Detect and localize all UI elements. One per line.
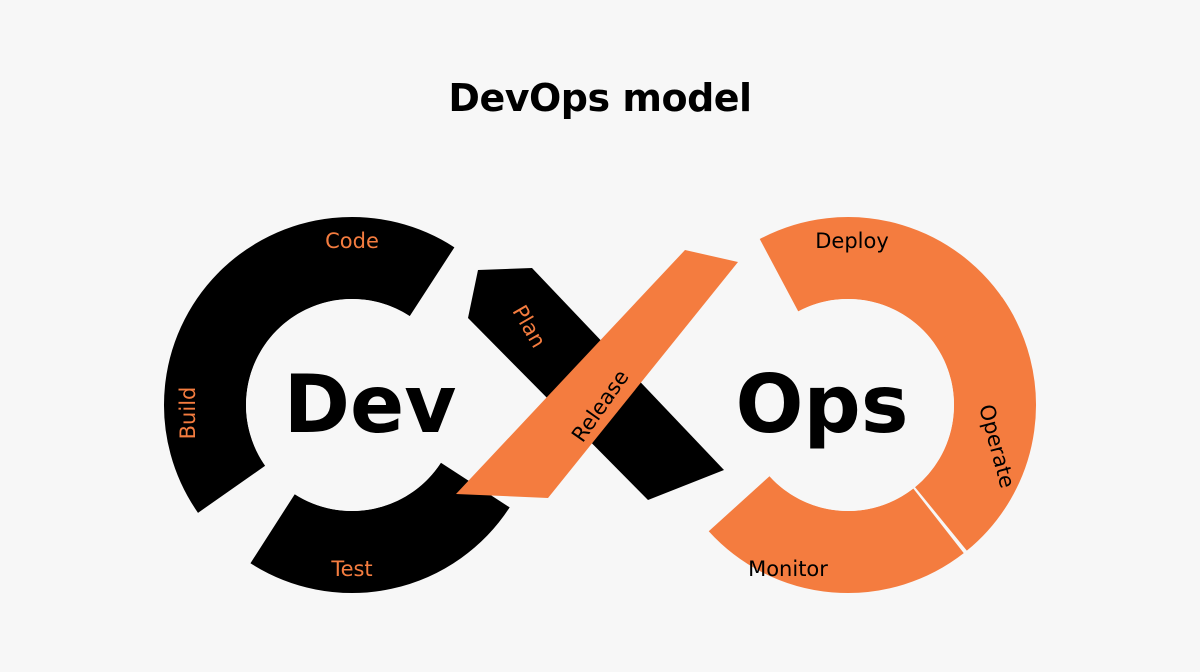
dev-ring-build-segment xyxy=(164,217,540,593)
stage-label-build: Build xyxy=(176,387,200,440)
stage-label-code: Code xyxy=(325,229,379,253)
stage-label-deploy: Deploy xyxy=(815,229,889,253)
ops-ring-deploy-segment xyxy=(660,216,1036,593)
stage-label-test: Test xyxy=(330,557,372,581)
ops-loop xyxy=(456,216,1036,593)
ops-center-label: Ops xyxy=(736,358,909,451)
ops-center xyxy=(742,299,954,511)
stage-label-monitor: Monitor xyxy=(748,557,828,581)
release-arm xyxy=(456,250,738,498)
ops-ring-monitor-segment xyxy=(660,217,1036,593)
dev-center-label: Dev xyxy=(284,358,457,451)
diagram-title: DevOps model xyxy=(448,76,752,120)
dev-center xyxy=(246,299,458,511)
ops-ring-operate-segment xyxy=(660,216,1036,593)
